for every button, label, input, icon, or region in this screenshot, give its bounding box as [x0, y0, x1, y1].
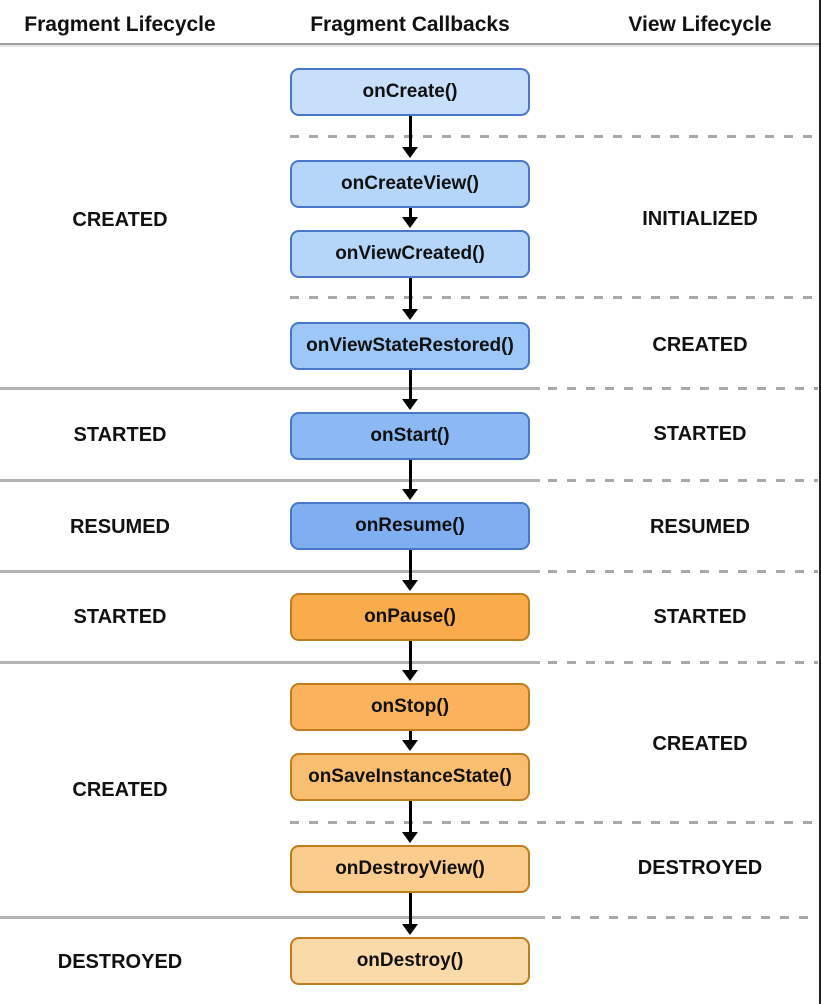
separator-dashed-line [290, 821, 818, 824]
arrow-head-icon [402, 740, 418, 751]
flow-arrow-10 [402, 893, 418, 935]
flow-arrow-1 [402, 116, 418, 158]
flow-arrow-8 [402, 731, 418, 751]
separator-dashed-line [548, 479, 818, 482]
separator-solid-line [0, 916, 545, 919]
separator-solid-line [0, 387, 540, 390]
flow-arrow-6 [402, 550, 418, 591]
column-header-fragment-callbacks: Fragment Callbacks [310, 13, 510, 36]
arrow-line [408, 801, 412, 834]
callback-box-onresume: onResume() [290, 502, 530, 550]
arrow-head-icon [402, 489, 418, 500]
arrow-line [408, 370, 412, 401]
arrow-line [408, 116, 412, 149]
separator-dashed-line [548, 661, 818, 664]
arrow-line [408, 641, 412, 672]
separator-dashed-line [548, 387, 818, 390]
arrow-line [408, 893, 412, 926]
screenshot-right-edge-line [819, 0, 821, 1004]
arrow-head-icon [402, 924, 418, 935]
fragment-state-started: STARTED [73, 424, 167, 446]
header-divider-line [0, 43, 821, 47]
arrow-line [408, 460, 412, 491]
callback-box-ondestroyview: onDestroyView() [290, 845, 530, 893]
column-header-fragment-lifecycle: Fragment Lifecycle [24, 13, 216, 36]
arrow-head-icon [402, 399, 418, 410]
callback-box-onviewcreated: onViewCreated() [290, 230, 530, 278]
callback-box-onsaveinstancestate: onSaveInstanceState() [290, 753, 530, 801]
arrow-head-icon [402, 217, 418, 228]
callback-box-onviewstaterestored: onViewStateRestored() [290, 322, 530, 370]
view-state-resumed: RESUMED [649, 516, 750, 538]
callback-box-oncreate: onCreate() [290, 68, 530, 116]
flow-arrow-4 [402, 370, 418, 410]
separator-dashed-line [548, 570, 818, 573]
view-state-created: CREATED [652, 334, 748, 356]
arrow-head-icon [402, 670, 418, 681]
separator-solid-line [0, 570, 540, 573]
callback-box-onstart: onStart() [290, 412, 530, 460]
arrow-line [408, 731, 412, 742]
callback-box-ondestroy: onDestroy() [290, 937, 530, 985]
arrow-head-icon [402, 309, 418, 320]
arrow-line [408, 550, 412, 582]
separator-dashed-line [290, 296, 818, 299]
view-state-initialized: INITIALIZED [642, 208, 758, 230]
arrow-line [408, 278, 412, 311]
separator-dashed-line [290, 135, 818, 138]
fragment-state-created: CREATED [72, 779, 168, 801]
fragment-state-created: CREATED [72, 209, 168, 231]
flow-arrow-7 [402, 641, 418, 681]
callback-box-oncreateview: onCreateView() [290, 160, 530, 208]
callback-box-onpause: onPause() [290, 593, 530, 641]
fragment-state-destroyed: DESTROYED [57, 951, 183, 973]
flow-arrow-3 [402, 278, 418, 320]
column-header-view-lifecycle: View Lifecycle [628, 13, 772, 36]
separator-dashed-line [552, 916, 818, 919]
flow-arrow-5 [402, 460, 418, 500]
arrow-head-icon [402, 832, 418, 843]
separator-solid-line [0, 661, 540, 664]
flow-arrow-2 [402, 208, 418, 228]
arrow-head-icon [402, 580, 418, 591]
view-state-created: CREATED [652, 733, 748, 755]
callback-box-onstop: onStop() [290, 683, 530, 731]
fragment-state-resumed: RESUMED [69, 516, 170, 538]
flow-arrow-9 [402, 801, 418, 843]
arrow-line [408, 208, 412, 219]
view-state-started: STARTED [653, 606, 747, 628]
fragment-state-started: STARTED [73, 606, 167, 628]
arrow-head-icon [402, 147, 418, 158]
view-state-destroyed: DESTROYED [637, 857, 763, 879]
view-state-started: STARTED [653, 423, 747, 445]
separator-solid-line [0, 479, 540, 482]
